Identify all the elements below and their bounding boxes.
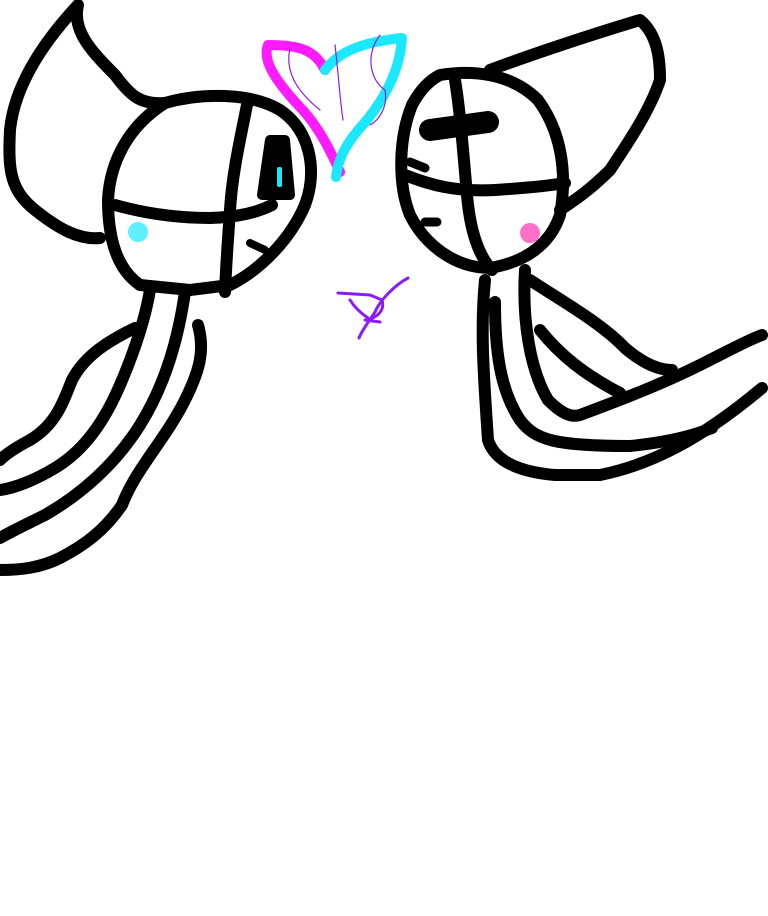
- left-eye: [257, 135, 295, 200]
- right-mouth: [405, 157, 442, 227]
- left-body-line-1: [0, 284, 156, 496]
- right-body-line-2: [518, 264, 768, 422]
- right-body-line-3: [524, 274, 678, 376]
- left-character: [0, 0, 317, 576]
- left-blush: [128, 222, 148, 242]
- heart-left-half: [261, 40, 345, 177]
- left-head-outline: [102, 89, 317, 296]
- left-body-line-2: [0, 286, 191, 544]
- right-blush: [520, 223, 540, 243]
- left-eye-highlight: [277, 167, 282, 187]
- right-eye: [419, 111, 499, 141]
- left-body-line-3: [0, 319, 208, 576]
- left-smile: [246, 239, 269, 254]
- heart-right-half: [320, 33, 407, 182]
- right-character: [395, 14, 768, 481]
- right-head-horizontal-line: [399, 169, 571, 197]
- left-body-line-4: [0, 322, 141, 466]
- right-ear: [484, 14, 666, 216]
- left-ear: [3, 0, 171, 245]
- right-head-vertical-line: [449, 74, 498, 276]
- big-heart: [261, 33, 407, 182]
- left-head-vertical-line: [219, 99, 253, 298]
- right-body-line-5: [489, 296, 718, 452]
- left-head-horizontal-line: [109, 199, 278, 224]
- right-body-line-4: [534, 324, 626, 399]
- heart-scribble: [288, 34, 387, 126]
- small-heart-icon: [336, 276, 410, 340]
